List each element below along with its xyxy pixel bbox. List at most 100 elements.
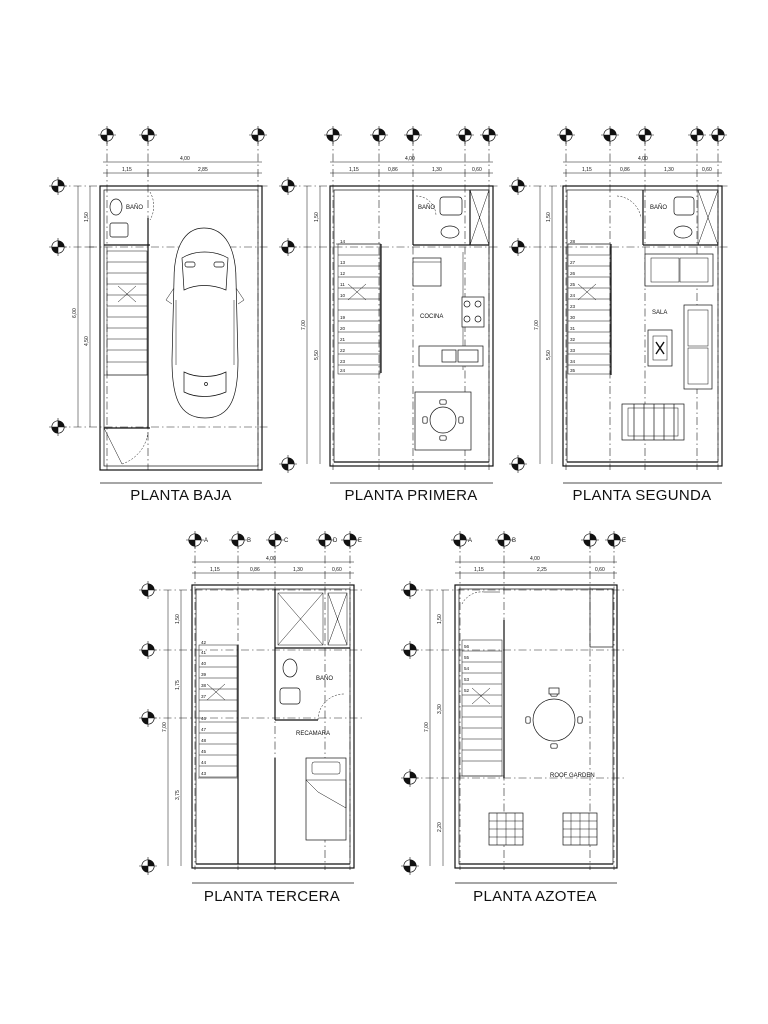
bathroom: BAÑO — [616, 195, 695, 239]
staircase: 42 41 40 39 38 37 46 47 48 45 44 43 — [198, 640, 238, 778]
toilet-icon — [109, 198, 123, 216]
dim-total: 4,00 — [266, 556, 276, 562]
stair-number: 27 — [570, 260, 576, 265]
axis-letter: E — [358, 538, 362, 544]
dim-total: 4,00 — [530, 556, 540, 562]
stair-number: 34 — [570, 359, 576, 364]
room-label: ROOF GARDEN — [550, 773, 595, 779]
dining-table — [414, 391, 472, 451]
dim-total: 7,00 — [424, 722, 430, 732]
room-label: BAÑO — [316, 675, 333, 682]
dim-total: 6,00 — [72, 308, 78, 318]
stair-number: 46 — [201, 716, 207, 721]
dim-label: 1,15 — [122, 167, 132, 173]
lounge-chair-icon — [488, 812, 524, 846]
plan-title: PLANTA SEGUNDA — [573, 487, 712, 504]
staircase: 14 13 12 11 10 19 20 21 22 23 24 — [337, 239, 381, 375]
fridge-icon — [412, 257, 442, 287]
dim-label: 0,60 — [472, 167, 482, 173]
stair-number: 26 — [570, 271, 576, 276]
stair-number: 56 — [464, 644, 470, 649]
bathroom: BAÑO — [415, 195, 463, 239]
stair-number: 25 — [570, 282, 576, 287]
stair-number: 23 — [570, 304, 576, 309]
room-label: BAÑO — [418, 204, 435, 211]
dim-label: 0,60 — [702, 167, 712, 173]
plan-planta-tercera: 4,00 1,15 0,86 1,30 0,60 7,00 1,50 1,75 … — [138, 530, 362, 905]
dimension-lines: 4,00 1,15 2,25 0,60 7,00 1,50 3,30 2,20 — [424, 556, 617, 866]
stair-number: 42 — [201, 640, 207, 645]
dimension-lines: 4,00 1,15 0,86 1,30 0,60 7,00 1,50 5,50 — [534, 156, 722, 464]
sink-icon — [439, 196, 463, 216]
bedroom: RECAMARA — [296, 731, 347, 841]
stair-number: 11 — [340, 282, 345, 287]
shower — [277, 592, 348, 646]
dim-label: 5,50 — [546, 350, 552, 360]
plan-planta-segunda: 4,00 1,15 0,86 1,30 0,60 7,00 1,50 5,50 … — [508, 125, 730, 504]
stair-number: 48 — [201, 738, 207, 743]
axis-letter: B — [247, 538, 251, 544]
axis-letter: D — [333, 538, 338, 544]
dim-label: 1,50 — [546, 212, 552, 222]
dim-label: 1,30 — [432, 167, 442, 173]
dim-total: 4,00 — [405, 156, 415, 162]
axis-letter: A — [468, 538, 472, 544]
dim-label: 2,25 — [537, 567, 547, 573]
stair-number: 31 — [570, 326, 576, 331]
stair-number: 40 — [201, 661, 207, 666]
stair-number: 14 — [340, 239, 346, 244]
dim-total: 7,00 — [534, 320, 540, 330]
plan-planta-primera: 4,00 1,15 0,86 1,30 0,60 7,00 1,50 5,50 … — [278, 125, 500, 504]
dim-label: 1,75 — [175, 680, 181, 690]
dim-label: 2,85 — [198, 167, 208, 173]
roof-garden-table — [525, 687, 583, 749]
lounge-chair-icon — [562, 812, 598, 846]
staircase: 56 55 54 53 52 — [461, 639, 503, 777]
stair-number: 21 — [340, 337, 346, 342]
dim-label: 3,75 — [175, 790, 181, 800]
dim-total: 4,00 — [180, 156, 190, 162]
plan-title: PLANTA PRIMERA — [344, 487, 477, 504]
dim-label: 4,50 — [84, 336, 90, 346]
stair-number: 32 — [570, 337, 576, 342]
dim-label: 3,30 — [437, 704, 443, 714]
bathroom: BAÑO — [279, 658, 345, 721]
car-icon — [165, 227, 245, 419]
stair-number: 41 — [201, 650, 207, 655]
stair-number: 54 — [464, 666, 470, 671]
dimension-lines: 4,00 1,15 0,86 1,30 0,60 7,00 1,50 1,75 … — [162, 556, 354, 866]
room-label: SALA — [652, 310, 667, 316]
axis-letter: A — [204, 538, 208, 544]
kitchen: COCINA — [412, 252, 485, 370]
stair-number: 39 — [201, 672, 207, 677]
staircase — [106, 250, 148, 376]
room-label: COCINA — [420, 314, 443, 320]
plan-title: PLANTA AZOTEA — [473, 888, 597, 905]
dim-label: 5,50 — [314, 350, 320, 360]
dim-label: 1,30 — [293, 567, 303, 573]
staircase: 28 27 26 25 24 23 30 31 32 33 34 35 — [567, 239, 611, 375]
stair-number: 24 — [340, 368, 346, 373]
dim-label: 1,15 — [474, 567, 484, 573]
dim-label: 0,60 — [595, 567, 605, 573]
toilet-icon — [440, 225, 460, 239]
dim-label: 1,50 — [314, 212, 320, 222]
stair-number: 23 — [340, 359, 346, 364]
dim-label: 1,30 — [664, 167, 674, 173]
dim-label: 0,86 — [620, 167, 630, 173]
dim-total: 4,00 — [638, 156, 648, 162]
dim-label: 2,20 — [437, 822, 443, 832]
bed-icon — [305, 757, 347, 841]
stair-number: 10 — [340, 293, 346, 298]
dim-label: 1,50 — [84, 212, 90, 222]
toilet-icon — [673, 225, 693, 239]
dim-label: 1,15 — [582, 167, 592, 173]
stair-number: 12 — [340, 271, 346, 276]
axis-letter: B — [512, 538, 516, 544]
dim-total: 7,00 — [162, 722, 168, 732]
axis-letter: E — [622, 538, 626, 544]
toilet-icon — [282, 658, 298, 678]
stair-number: 38 — [201, 683, 207, 688]
stair-number: 22 — [340, 348, 346, 353]
